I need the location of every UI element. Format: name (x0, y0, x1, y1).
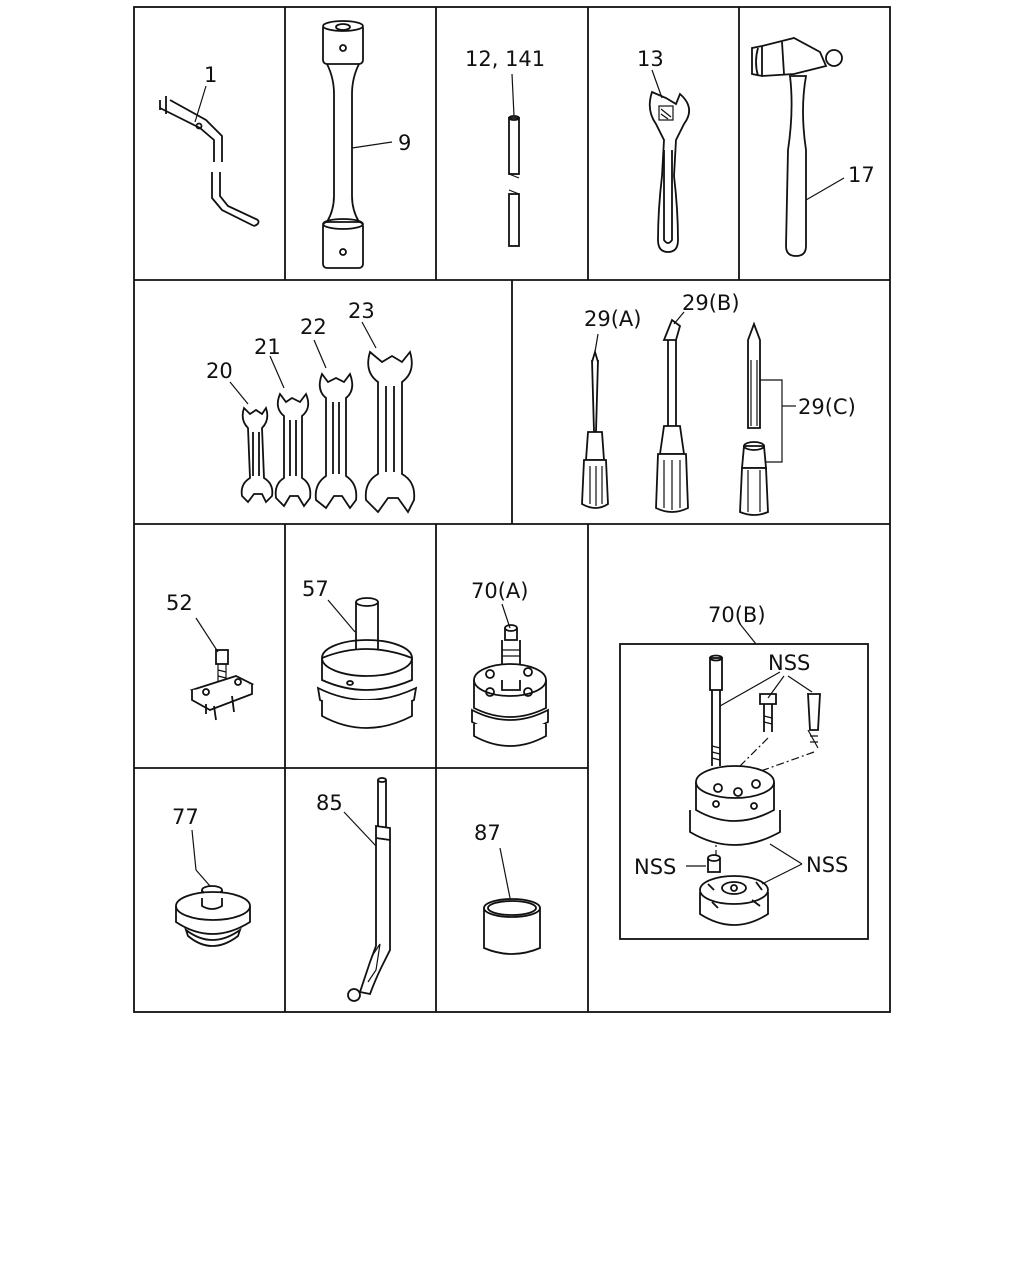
label-item-13: 13 (637, 47, 664, 71)
tool-crank-bar (159, 85, 260, 227)
tool-wrench-23 (364, 350, 416, 514)
label-nss-right: NSS (806, 853, 848, 877)
tool-screwdriver-29b (655, 311, 689, 513)
label-item-29a: 29(A) (584, 307, 641, 331)
label-item-77: 77 (172, 805, 199, 829)
label-item-70b: 70(B) (708, 603, 766, 627)
tool-installer-70a (471, 603, 549, 747)
label-item-87: 87 (474, 821, 501, 845)
tool-puller (189, 617, 255, 721)
tool-plug (175, 829, 251, 947)
tool-hammer (751, 37, 845, 257)
leader-20 (229, 381, 249, 405)
leader-21 (269, 355, 285, 389)
tool-wrench-21 (274, 392, 312, 508)
label-item-22: 22 (300, 315, 327, 339)
tool-installer-70b (619, 623, 869, 940)
tool-box-wrench (322, 20, 393, 269)
tool-wrench-22 (314, 372, 358, 510)
label-item-52: 52 (166, 591, 193, 615)
leader-22 (313, 339, 327, 369)
tool-lever (343, 777, 391, 1002)
tool-bar (508, 73, 520, 247)
label-item-85: 85 (316, 791, 343, 815)
label-item-1: 1 (204, 63, 217, 87)
tool-installer-57 (316, 597, 418, 729)
label-item-21: 21 (254, 335, 281, 359)
label-item-17: 17 (848, 163, 875, 187)
label-item-57: 57 (302, 577, 329, 601)
label-item-12-141: 12, 141 (465, 47, 545, 71)
label-item-23: 23 (348, 299, 375, 323)
label-item-9: 9 (398, 131, 411, 155)
tool-adjustable-wrench (648, 69, 690, 253)
tool-screwdriver-29c (739, 321, 796, 516)
label-nss-left: NSS (634, 855, 676, 879)
label-item-70a: 70(A) (471, 579, 528, 603)
label-item-29b: 29(B) (682, 291, 740, 315)
tool-screwdriver-29a (581, 333, 609, 509)
label-item-20: 20 (206, 359, 233, 383)
tool-wrench-20 (240, 405, 274, 504)
leader-23 (361, 321, 377, 349)
label-nss-top: NSS (768, 651, 810, 675)
tool-sleeve (483, 847, 541, 955)
label-item-29c: 29(C) (798, 395, 856, 419)
grid-frame (133, 6, 891, 1013)
